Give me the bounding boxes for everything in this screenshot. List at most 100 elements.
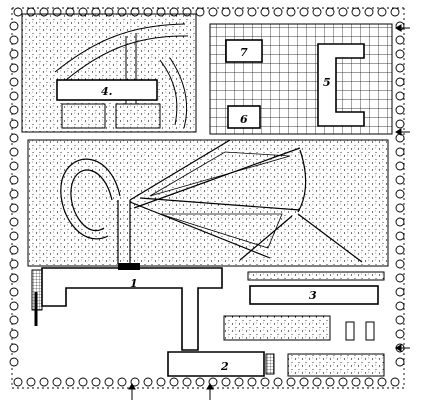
tree-icon (9, 301, 19, 311)
perimeter-tree-row (9, 7, 405, 387)
tree-icon (9, 189, 19, 199)
tree-icon (312, 7, 322, 17)
tree-icon (395, 357, 405, 367)
building-labels: 1 2 3 4. 5 6 7 (101, 46, 331, 373)
tree-icon (395, 35, 405, 45)
tree-icon (91, 377, 101, 387)
tree-icon (13, 377, 23, 387)
tree-icon (9, 21, 19, 31)
tree-icon (9, 133, 19, 143)
tree-icon (9, 329, 19, 339)
tree-icon (9, 35, 19, 45)
tree-icon (9, 203, 19, 213)
tree-icon (395, 189, 405, 199)
tree-icon (9, 357, 19, 367)
tree-icon (9, 119, 19, 129)
tree-icon (156, 377, 166, 387)
tree-icon (286, 377, 296, 387)
tree-icon (351, 7, 361, 17)
tree-icon (221, 7, 231, 17)
tree-icon (9, 105, 19, 115)
tree-icon (338, 377, 348, 387)
tree-icon (9, 273, 19, 283)
tree-icon (9, 287, 19, 297)
tree-icon (395, 133, 405, 143)
tree-icon (395, 273, 405, 283)
tree-icon (117, 377, 127, 387)
tree-icon (260, 377, 270, 387)
tree-icon (195, 7, 205, 17)
tree-icon (9, 91, 19, 101)
tiled-courtyard (209, 23, 393, 135)
tree-icon (395, 63, 405, 73)
tree-icon (390, 377, 400, 387)
tree-icon (9, 63, 19, 73)
tree-icon (325, 377, 335, 387)
tree-icon (9, 315, 19, 325)
tree-icon (9, 217, 19, 227)
tree-icon (273, 377, 283, 387)
tree-icon (377, 7, 387, 17)
tree-icon (312, 377, 322, 387)
central-park (27, 139, 389, 267)
tree-icon (182, 377, 192, 387)
tree-icon (9, 147, 19, 157)
tree-icon (286, 7, 296, 17)
label-building-1: 1 (130, 277, 138, 290)
entrance-arrows (128, 24, 410, 400)
tree-icon (52, 377, 62, 387)
building-2 (167, 351, 275, 377)
tree-icon (247, 7, 257, 17)
tree-icon (395, 147, 405, 157)
tree-icon (104, 377, 114, 387)
tree-icon (9, 161, 19, 171)
tree-icon (395, 259, 405, 269)
tree-icon (130, 377, 140, 387)
tree-icon (39, 377, 49, 387)
tree-icon (247, 377, 257, 387)
tree-icon (169, 377, 179, 387)
tree-icon (13, 7, 23, 17)
tree-icon (9, 231, 19, 241)
tree-icon (195, 377, 205, 387)
label-building-7: 7 (240, 46, 248, 59)
tree-icon (9, 49, 19, 59)
label-building-5: 5 (323, 76, 331, 89)
tree-icon (395, 175, 405, 185)
label-building-6: 6 (240, 113, 248, 126)
tree-icon (351, 377, 361, 387)
tree-icon (395, 161, 405, 171)
tree-icon (9, 245, 19, 255)
tree-icon (395, 217, 405, 227)
tree-icon (9, 343, 19, 353)
tree-icon (9, 175, 19, 185)
tree-icon (338, 7, 348, 17)
tree-icon (395, 203, 405, 213)
tree-icon (234, 377, 244, 387)
tree-icon (9, 259, 19, 269)
tree-icon (78, 377, 88, 387)
building-4 (56, 79, 158, 101)
tree-icon (364, 377, 374, 387)
tree-icon (208, 377, 218, 387)
label-building-3: 3 (309, 289, 317, 302)
tree-icon (143, 377, 153, 387)
tree-icon (395, 287, 405, 297)
tree-icon (395, 77, 405, 87)
building-5 (317, 43, 365, 127)
tree-icon (299, 377, 309, 387)
building-6 (227, 105, 261, 129)
site-boundary (11, 7, 405, 389)
tree-icon (273, 7, 283, 17)
label-building-4: 4. (101, 85, 113, 98)
tree-icon (9, 77, 19, 87)
lower-hedges (223, 315, 385, 377)
tree-icon (395, 329, 405, 339)
building-3 (247, 271, 385, 305)
upper-left-garden (21, 13, 197, 133)
tree-icon (364, 7, 374, 17)
tree-icon (208, 7, 218, 17)
tree-icon (395, 119, 405, 129)
